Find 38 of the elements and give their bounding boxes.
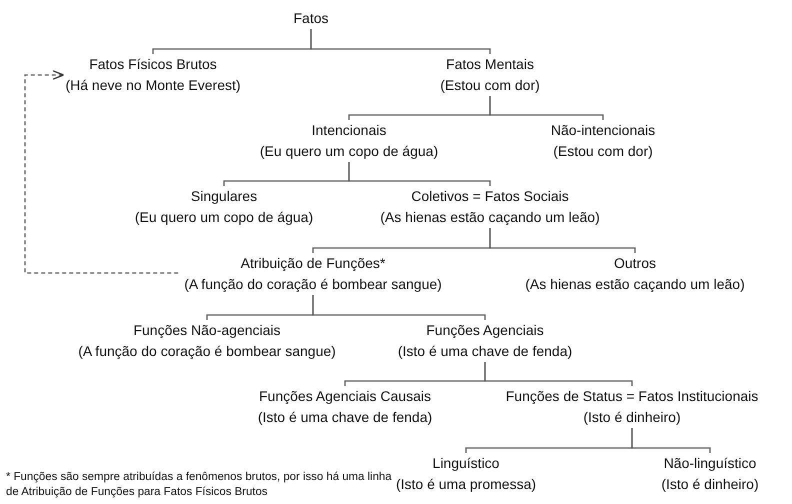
tree-connector bbox=[484, 362, 633, 386]
node-heading: Coletivos = Fatos Sociais bbox=[410, 187, 570, 206]
tree-connector bbox=[489, 228, 636, 253]
node-example: (Há neve no Monte Everest) bbox=[65, 76, 241, 95]
node-example: (A função do coração é bombear sangue) bbox=[184, 275, 442, 294]
node-example: (As hienas estão caçando um leão) bbox=[380, 208, 600, 227]
node-heading: Outros bbox=[612, 254, 657, 273]
footnote: * Funções são sempre atribuídas a fenômenos brutos, por isso há uma linha de Atribuição de Funções para Fatos Físicos Brutos bbox=[6, 470, 393, 500]
node-heading: Não-intencionais bbox=[550, 121, 656, 140]
dashed-arrow bbox=[24, 70, 178, 274]
node-example: (Isto é uma chave de fenda) bbox=[258, 408, 432, 427]
node-example: (Eu quero um copo de água) bbox=[260, 142, 438, 161]
node-example: (As hienas estão caçando um leão) bbox=[525, 275, 745, 294]
node-heading: Funções Não-agenciais bbox=[132, 321, 282, 340]
tree-connector bbox=[489, 96, 604, 120]
node-example: (Isto é uma chave de fenda) bbox=[398, 342, 572, 361]
node-heading: Singulares bbox=[190, 187, 258, 206]
node-heading: Atribuição de Funções* bbox=[240, 254, 386, 273]
node-heading: Funções Agenciais Causais bbox=[258, 387, 432, 406]
node-heading: Linguístico bbox=[432, 454, 500, 473]
node-example: (Estou com dor) bbox=[440, 76, 540, 95]
node-heading: Fatos bbox=[294, 9, 328, 28]
node-heading: Não-linguístico bbox=[662, 454, 758, 473]
node-heading: Funções Agenciais bbox=[425, 321, 545, 340]
node-example: (A função do coração é bombear sangue) bbox=[78, 342, 336, 361]
node-example: (Isto é dinheiro) bbox=[582, 408, 682, 427]
node-heading: Fatos Mentais bbox=[445, 55, 535, 74]
node-example: (Eu quero um copo de água) bbox=[134, 208, 314, 227]
tree-connector bbox=[310, 29, 491, 54]
node-example: (Isto é dinheiro) bbox=[661, 475, 759, 494]
node-heading: Intencionais bbox=[310, 121, 388, 140]
node-heading: Fatos Físicos Brutos bbox=[88, 55, 218, 74]
node-example: (Isto é uma promessa) bbox=[396, 475, 536, 494]
tree-connector bbox=[631, 428, 711, 453]
tree-connector bbox=[348, 162, 491, 186]
node-example: (Estou com dor) bbox=[552, 142, 654, 161]
node-heading: Funções de Status = Fatos Institucionais bbox=[506, 387, 758, 406]
tree-connector bbox=[312, 295, 486, 320]
